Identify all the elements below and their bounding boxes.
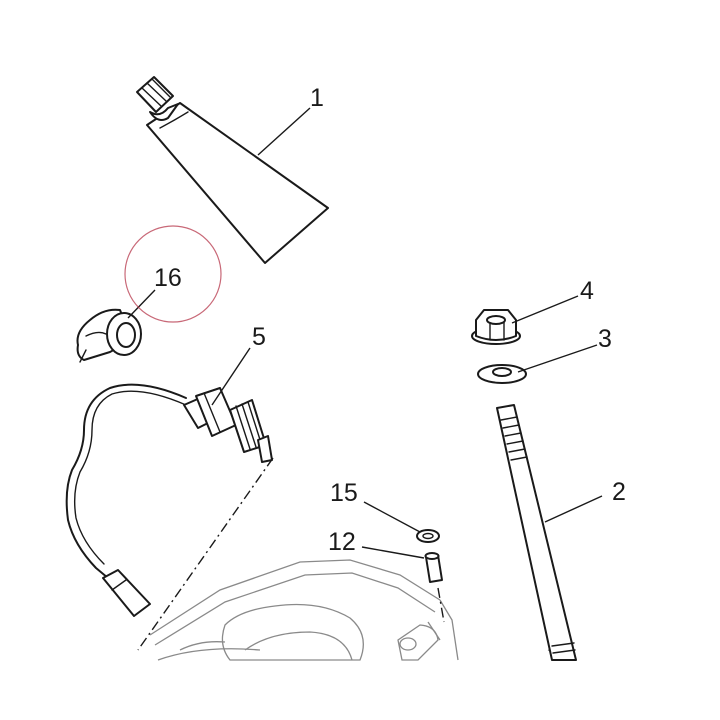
assembly-lines — [137, 457, 445, 651]
stud-part — [496, 404, 577, 661]
leader-lines — [127, 107, 603, 559]
callout-16: 16 — [154, 264, 182, 292]
tube-part — [136, 76, 329, 264]
grommet-part — [76, 308, 142, 363]
callout-12: 12 — [328, 528, 356, 556]
sensor-part — [65, 383, 273, 617]
callout-5: 5 — [252, 323, 266, 351]
dowel-pin-part — [424, 552, 443, 583]
callout-16-highlight — [124, 225, 222, 323]
callout-3: 3 — [598, 325, 612, 353]
o-ring-part — [416, 529, 440, 543]
callout-4: 4 — [580, 277, 594, 305]
callout-1: 1 — [310, 84, 324, 112]
flange-nut-part — [471, 309, 521, 345]
callout-15: 15 — [330, 479, 358, 507]
washer-part — [477, 364, 527, 384]
engine-housing — [149, 559, 576, 661]
callout-2: 2 — [612, 478, 626, 506]
